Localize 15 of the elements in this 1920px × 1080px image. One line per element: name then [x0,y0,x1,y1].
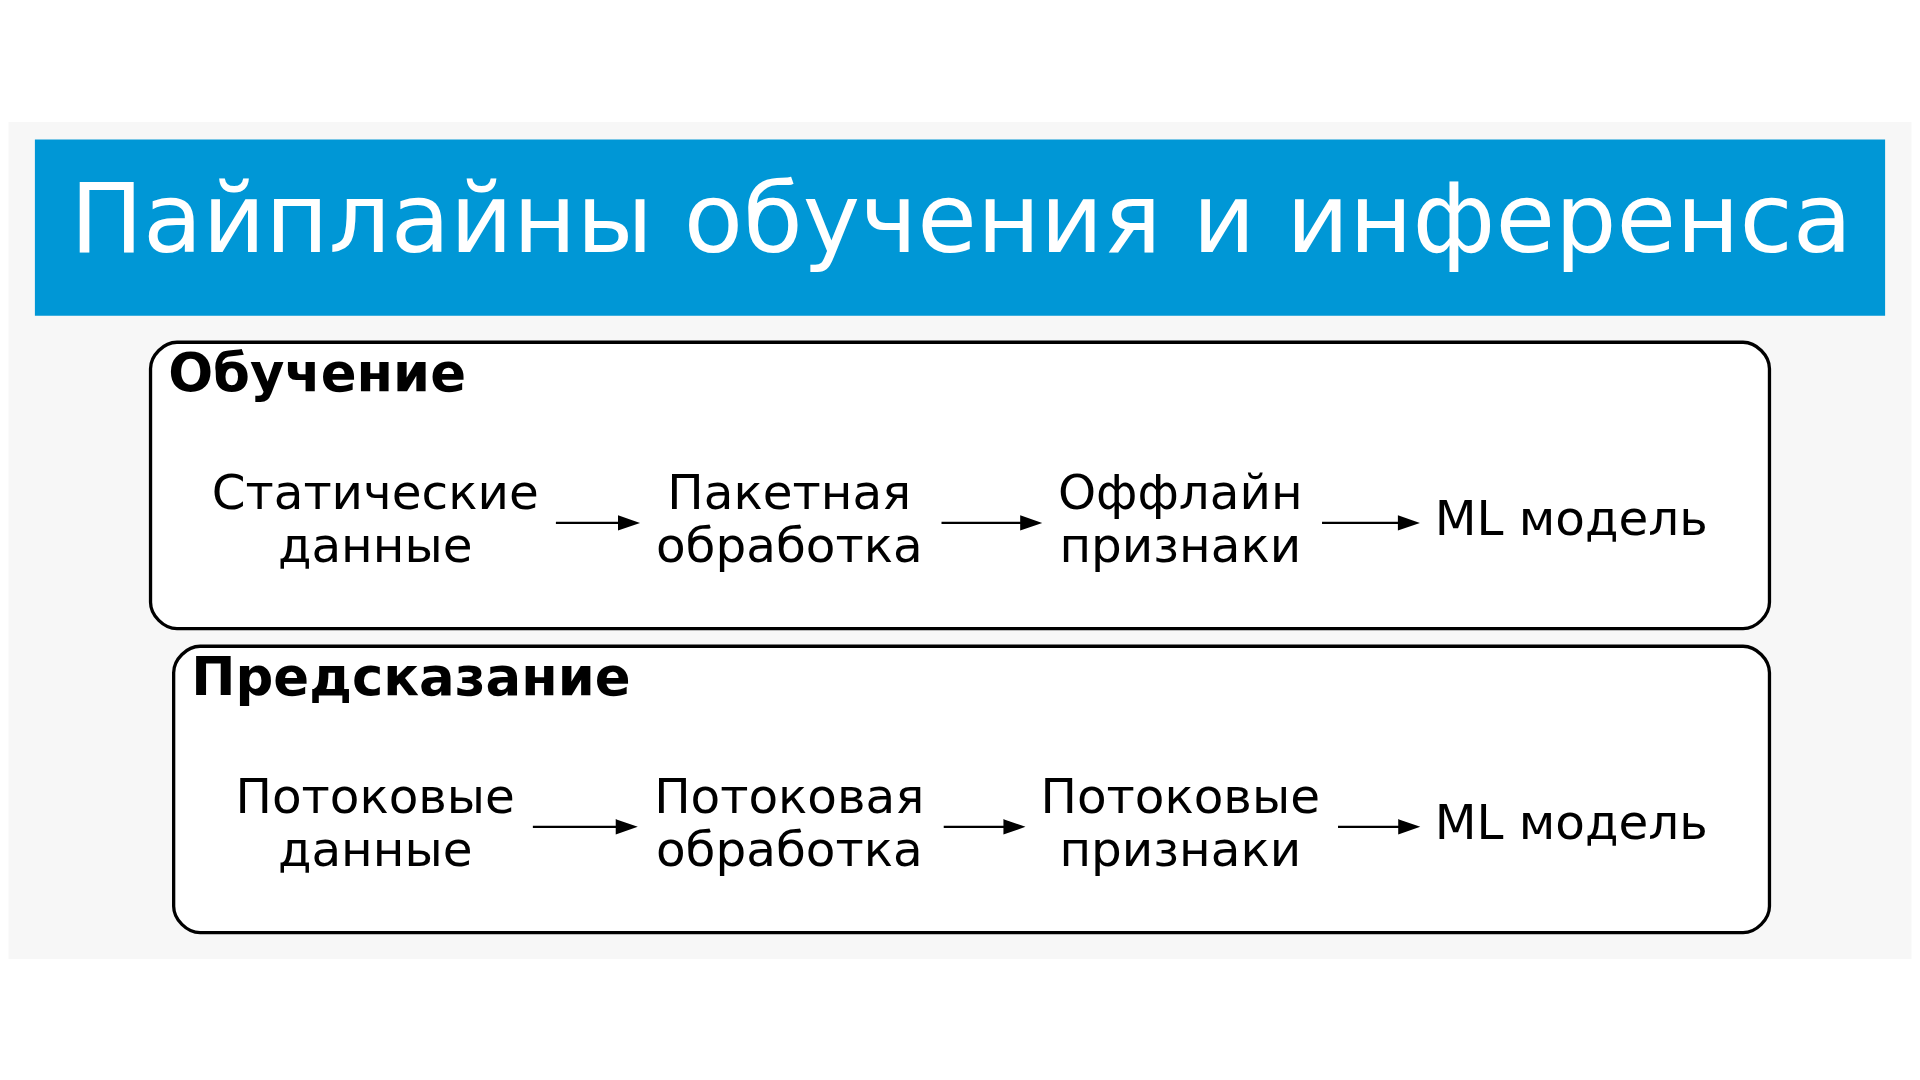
node-text: Потоковые данные [235,767,515,877]
node-text: Потоковая обработка [654,767,925,877]
node-text: Статические данные [211,463,539,573]
arrow [555,514,641,531]
node-text: ML модель [1434,793,1708,850]
arrow [941,514,1043,531]
node-text: Потоковые признаки [1040,767,1320,877]
arrow [1322,514,1420,531]
arrow [943,818,1026,835]
node-text: Пакетная обработка [655,463,923,573]
node-text: Оффлайн признаки [1057,463,1303,573]
arrow [532,818,638,835]
arrow [1338,818,1421,835]
diagram-title: Пайплайны обучения и инференса [70,161,1853,275]
node-text: ML модель [1434,489,1708,546]
